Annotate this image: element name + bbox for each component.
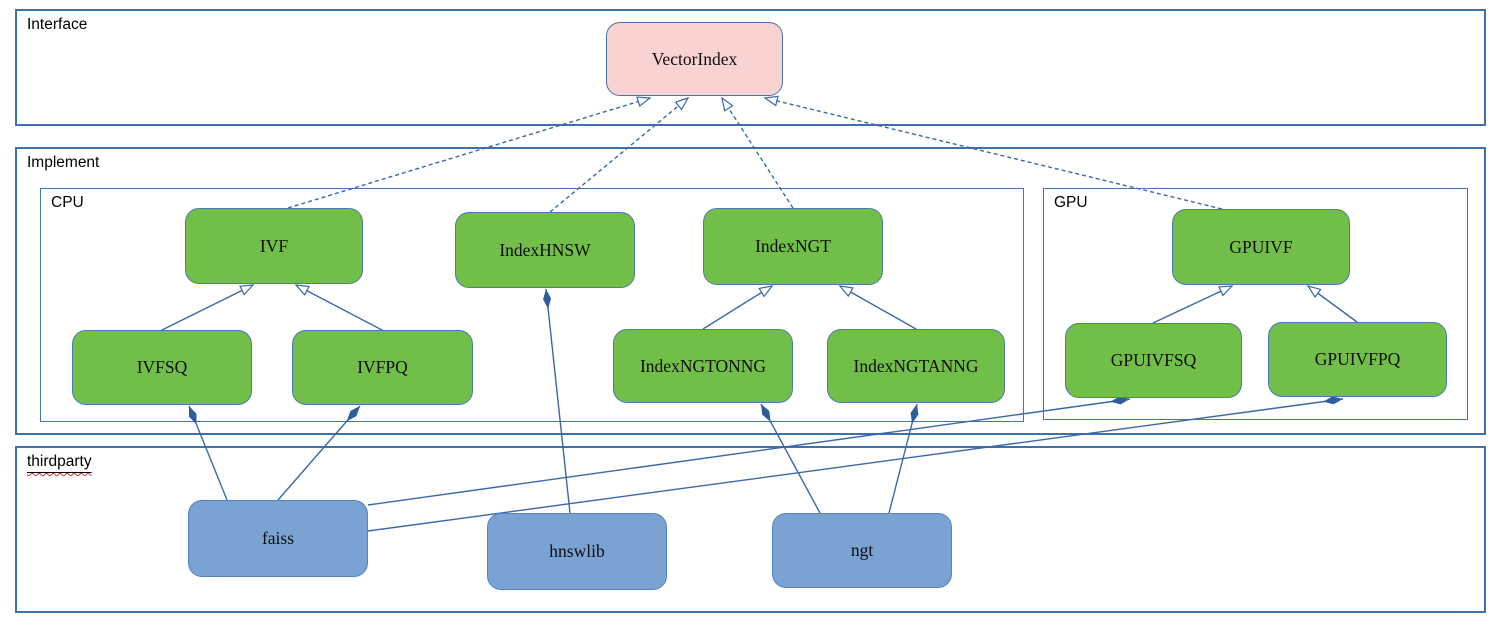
node-faiss[interactable]: faiss bbox=[188, 500, 368, 577]
node-indexngtanng[interactable]: IndexNGTANNG bbox=[827, 329, 1005, 403]
node-indexhnsw-label: IndexHNSW bbox=[499, 239, 591, 260]
node-vectorindex-label: VectorIndex bbox=[651, 48, 738, 69]
node-ivf-label: IVF bbox=[259, 235, 289, 256]
node-ivfsq-label: IVFSQ bbox=[136, 357, 188, 377]
implement-container-label: Implement bbox=[27, 154, 100, 171]
node-gpuivf[interactable]: GPUIVF bbox=[1172, 209, 1350, 285]
node-indexngtanng-label: IndexNGTANNG bbox=[853, 355, 979, 376]
gpu-container-label: GPU bbox=[1054, 194, 1088, 211]
cpu-container-label: CPU bbox=[51, 194, 84, 211]
node-hnswlib[interactable]: hnswlib bbox=[487, 513, 667, 590]
node-ivf[interactable]: IVF bbox=[185, 208, 363, 284]
node-indexngt-label: IndexNGT bbox=[755, 236, 831, 256]
node-vectorindex[interactable]: VectorIndex bbox=[606, 22, 783, 96]
node-indexngtonng[interactable]: IndexNGTONNG bbox=[613, 329, 793, 403]
node-gpuivf-label: GPUIVF bbox=[1229, 236, 1293, 257]
node-gpuivfsq[interactable]: GPUIVFSQ bbox=[1065, 323, 1242, 398]
node-gpuivfsq-label: GPUIVFSQ bbox=[1110, 350, 1197, 370]
node-indexhnsw[interactable]: IndexHNSW bbox=[455, 212, 635, 288]
thirdparty-container-label: thirdparty bbox=[27, 453, 92, 471]
node-hnswlib-label: hnswlib bbox=[549, 541, 605, 561]
node-faiss-label: faiss bbox=[261, 528, 295, 548]
node-indexngt[interactable]: IndexNGT bbox=[703, 208, 883, 285]
node-indexngtonng-label: IndexNGTONNG bbox=[639, 355, 767, 376]
node-gpuivfpq-label: GPUIVFPQ bbox=[1314, 349, 1401, 369]
node-ivfsq[interactable]: IVFSQ bbox=[72, 330, 252, 405]
interface-container-label: Interface bbox=[27, 16, 88, 33]
node-ivfpq[interactable]: IVFPQ bbox=[292, 330, 473, 405]
node-ngt[interactable]: ngt bbox=[772, 513, 952, 588]
thirdparty-label-text: thirdparty bbox=[27, 453, 92, 470]
node-gpuivfpq[interactable]: GPUIVFPQ bbox=[1268, 322, 1447, 397]
node-ivfpq-label: IVFPQ bbox=[357, 357, 408, 377]
node-ngt-label: ngt bbox=[850, 540, 874, 560]
